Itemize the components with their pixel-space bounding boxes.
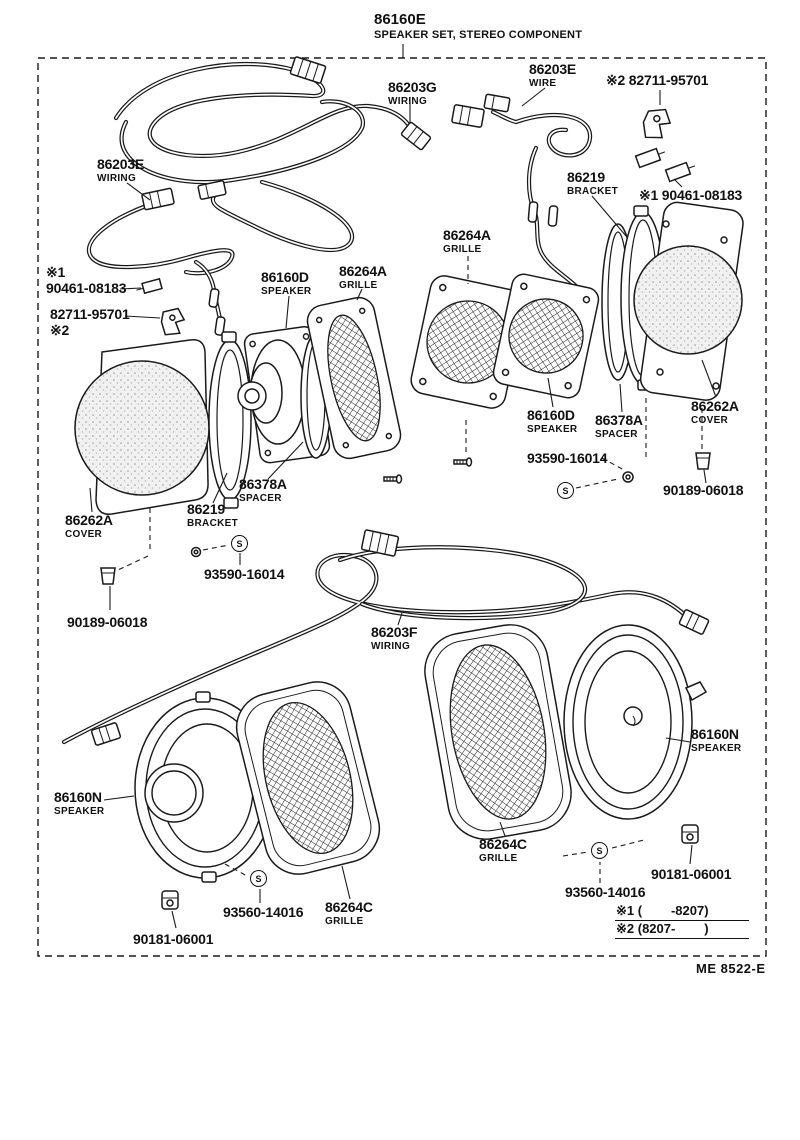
screw-marker-icon: S <box>557 482 574 499</box>
part-label-90461-right: ※1 90461-08183 <box>639 187 743 203</box>
screw-icon <box>383 474 403 484</box>
part-label-86219-right: 86219 BRACKET <box>567 169 618 197</box>
part-label-86378a-right: 86378A SPACER <box>595 412 643 440</box>
speaker-86160n-right-illustration <box>563 624 708 820</box>
screw-icon <box>453 457 473 467</box>
part-label-90189-right: 90189-06018 <box>663 482 744 498</box>
plate-code: ME 8522-E <box>696 961 766 976</box>
bracket-86219-left-illustration <box>208 331 252 509</box>
grille-86264c-left-illustration <box>235 681 381 875</box>
connector-icon <box>451 104 485 128</box>
connector-icon <box>197 180 227 200</box>
note-line: ※1 ( -8207) <box>615 903 749 921</box>
part-label-93590-right: 93590-16014 <box>527 450 608 466</box>
grommet-90189-left-icon <box>100 567 116 585</box>
applicability-notes: ※1 ( -8207) ※2 (8207- ) <box>615 903 749 939</box>
grille-86264c-right-illustration <box>424 624 572 840</box>
wiring-86203e-left-illustration <box>86 180 235 336</box>
connector-icon <box>90 722 122 746</box>
diagram-border <box>37 57 767 957</box>
part-label-93560-left: 93560-14016 <box>223 904 304 920</box>
connector-icon <box>141 187 175 211</box>
part-label-90461-left: ※1 90461-08183 <box>46 264 127 296</box>
clip-90181-right-icon <box>681 824 699 844</box>
title-part-number: 86160E <box>374 11 426 28</box>
part-label-93590-left: 93590-16014 <box>204 566 285 582</box>
connector-icon <box>483 93 511 113</box>
grommet-icon <box>547 205 559 227</box>
clip-90181-left-icon <box>161 890 179 910</box>
part-label-86264c-right: 86264C GRILLE <box>479 836 527 864</box>
cover-86262a-left-illustration <box>74 339 210 515</box>
grommet-icon <box>208 288 220 308</box>
part-label-90181-right: 90181-06001 <box>651 866 732 882</box>
speaker-86160d-right-illustration <box>492 273 600 399</box>
grommet-90189-right-icon <box>695 452 711 470</box>
screw-marker-icon: S <box>250 870 267 887</box>
grille-86264a-left-illustration <box>306 296 402 460</box>
grommet-icon <box>214 316 226 336</box>
part-label-86203e-wiring: 86203E WIRING <box>97 156 145 184</box>
part-label-86262a-right: 86262A COVER <box>691 398 739 426</box>
bolt-90461-right-icon <box>634 147 666 169</box>
wiring-86203f-illustration <box>61 529 710 746</box>
cover-86262a-right-illustration <box>633 201 744 401</box>
connector-icon <box>678 609 710 635</box>
wiring-86203g-illustration <box>113 56 432 253</box>
part-label-86262a-left: 86262A COVER <box>65 512 113 540</box>
note-line: ※2 (8207- ) <box>615 921 749 939</box>
part-label-86203e-wire: 86203E WIRE <box>529 61 577 89</box>
page-title: 86160E SPEAKER SET, STEREO COMPONENT <box>374 11 583 41</box>
part-label-86160d-left: 86160D SPEAKER <box>261 269 312 297</box>
part-label-86264a-left: 86264A GRILLE <box>339 263 387 291</box>
part-label-82711-top: ※2 82711-95701 <box>606 72 709 88</box>
part-label-82711-left: 82711-95701 ※2 <box>50 306 130 338</box>
part-label-86203f: 86203F WIRING <box>371 624 418 652</box>
part-label-86264a-right: 86264A GRILLE <box>443 227 491 255</box>
clip-82711-left-icon <box>160 307 186 336</box>
part-label-90181-left: 90181-06001 <box>133 931 214 947</box>
part-label-86160n-right: 86160N SPEAKER <box>691 726 742 754</box>
part-label-86378a-left: 86378A SPACER <box>239 476 287 504</box>
clip-82711-right-icon <box>642 108 672 139</box>
grommet-icon <box>527 201 539 223</box>
screw-marker-icon: S <box>231 535 248 552</box>
part-label-86264c-left: 86264C GRILLE <box>325 899 373 927</box>
title-part-name: SPEAKER SET, STEREO COMPONENT <box>374 28 583 41</box>
part-label-93560-right: 93560-14016 <box>565 884 646 900</box>
part-label-86219-left: 86219 BRACKET <box>187 501 238 529</box>
bolt-90461-right-icon <box>664 161 696 183</box>
part-label-86160n-left: 86160N SPEAKER <box>54 789 105 817</box>
part-label-86160d-right: 86160D SPEAKER <box>527 407 578 435</box>
part-label-86203g: 86203G WIRING <box>388 79 437 107</box>
connector-icon <box>400 121 432 151</box>
connector-icon <box>289 56 327 84</box>
screw-marker-icon: S <box>591 842 608 859</box>
connector-icon <box>360 529 400 557</box>
wire-86203e-right-illustration <box>451 87 593 291</box>
part-label-90189-left: 90189-06018 <box>67 614 148 630</box>
bolt-90461-left-icon <box>136 277 163 295</box>
